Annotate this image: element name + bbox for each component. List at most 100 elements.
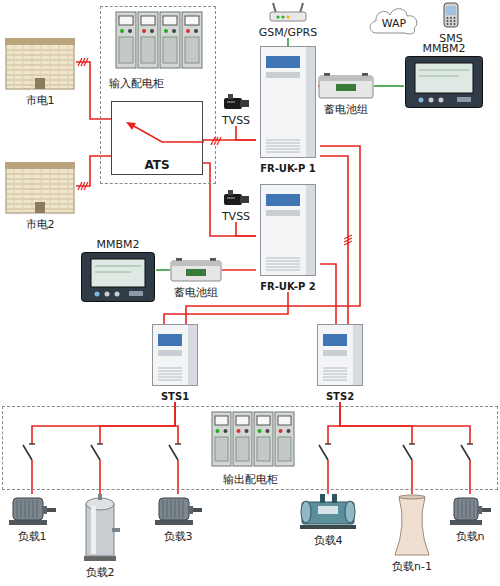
node-label: 负载3 (164, 530, 193, 544)
monitor-module: MMBM2 (80, 236, 156, 302)
ups-cabinet (152, 324, 198, 386)
power-wire (100, 402, 175, 494)
node-label: ATS (144, 158, 169, 172)
switch-contact (175, 443, 181, 444)
monitor-module-part (439, 98, 444, 103)
battery-icon (318, 73, 374, 99)
ups-cabinet-part (266, 143, 300, 144)
cabinet-icon-part (142, 29, 146, 33)
tvss-icon-part (240, 100, 249, 107)
power-wire (320, 156, 348, 324)
caption-row: WAP (366, 15, 422, 29)
cabinet-icon-part (119, 37, 133, 63)
motor-icon-part (482, 508, 491, 512)
phone-icon (443, 2, 459, 28)
building-icon-part (7, 75, 73, 76)
motor-icon-part (470, 500, 471, 518)
motor-icon-part (29, 500, 30, 518)
router-icon (268, 2, 308, 22)
cabinet-icon-part (160, 12, 180, 68)
signal-wire (374, 85, 404, 87)
battery-bank: 蓄电池组 (318, 73, 374, 115)
icon-holder (219, 94, 254, 110)
router-icon-part (282, 16, 285, 19)
power-wire (340, 402, 412, 494)
icon-holder (150, 324, 200, 386)
building-icon-part (23, 45, 24, 89)
motor-icon-part (159, 498, 189, 520)
cabinet-icon-part (257, 416, 270, 425)
caption-row: 负载n (444, 528, 496, 542)
load-unit: 负载n (444, 494, 496, 542)
caption-row: 蓄电池组 (170, 284, 222, 298)
building-icon-part (7, 55, 73, 56)
cooling-tower-icon-part (399, 495, 425, 499)
caption-row: 负载4 (296, 532, 360, 546)
cabinet-icon-part (150, 29, 154, 33)
caption-row: TVSS (219, 208, 254, 222)
phase-tick (217, 137, 221, 145)
building-icon-part (7, 179, 73, 180)
ups-cabinet-part (266, 270, 300, 271)
phone-icon-part (444, 3, 458, 27)
ups-cabinet-part (266, 149, 300, 150)
cabinet-icon-part (163, 16, 177, 25)
power-wire (32, 402, 175, 494)
ups-cabinet-part (266, 210, 300, 216)
monitor-module-part (95, 266, 141, 267)
cabinet-icon-part (215, 437, 228, 461)
ups-cabinet-part (323, 380, 347, 381)
ups-cabinet-part (158, 371, 182, 372)
icon-holder (382, 494, 442, 556)
building-icon-part (7, 199, 73, 200)
motor-icon (448, 494, 492, 526)
building-icon-part (14, 169, 15, 213)
router-icon-part (270, 12, 306, 21)
cabinet-icon-part (224, 429, 228, 433)
chiller-icon-part (320, 494, 325, 503)
chiller-icon-part (332, 494, 337, 503)
cabinet-icon-part (254, 412, 273, 466)
chiller-icon-part (302, 502, 354, 524)
switch-contact (467, 443, 473, 444)
ups-cabinet-part (261, 47, 316, 158)
switch-contact (325, 443, 331, 444)
monitor-module-part (457, 97, 471, 102)
building-icon-part (68, 169, 69, 213)
caption-row: 输入配电柜 (109, 75, 164, 89)
battery-icon-part (336, 84, 356, 91)
icon-holder (404, 56, 484, 108)
tank-icon (78, 494, 122, 562)
building-icon-part (7, 50, 73, 51)
icon-holder (256, 184, 320, 276)
caption-row: FR-UK-P 1 (256, 160, 320, 174)
monitor-module-part (82, 253, 155, 302)
sts-unit: STS2 (315, 324, 365, 402)
cabinet-icon-part (116, 12, 136, 68)
ups-cabinet-part (306, 47, 315, 157)
cabinet-icon-part (194, 29, 198, 33)
ups-cabinet-part (323, 377, 347, 378)
ups-unit: FR-UK-P 2 (256, 184, 320, 292)
cabinet-icon-part (266, 429, 270, 433)
cabinet-icon-part (120, 29, 124, 33)
battery-bank: 蓄电池组 (170, 258, 222, 298)
tvss-icon-part (227, 101, 235, 103)
chiller-icon (298, 494, 358, 530)
battery-icon-part (186, 269, 206, 276)
caption-row: STS1 (150, 388, 200, 402)
chiller-icon-part (301, 501, 311, 523)
building-icon-part (23, 169, 24, 213)
icon-holder (256, 2, 321, 22)
cooling-tower-icon-part (395, 497, 429, 555)
ups-cabinet-part (266, 146, 300, 147)
battery-icon (170, 258, 222, 282)
node-label: 蓄电池组 (174, 286, 218, 300)
ups-cabinet-part (266, 194, 300, 206)
mains-supply: 市电1 (4, 38, 76, 106)
monitor-module (405, 56, 483, 108)
cabinet-icon-part (141, 37, 155, 63)
icon-holder (115, 11, 203, 69)
load-unit: 负载1 (4, 494, 60, 542)
caption-row: 蓄电池组 (318, 101, 374, 115)
